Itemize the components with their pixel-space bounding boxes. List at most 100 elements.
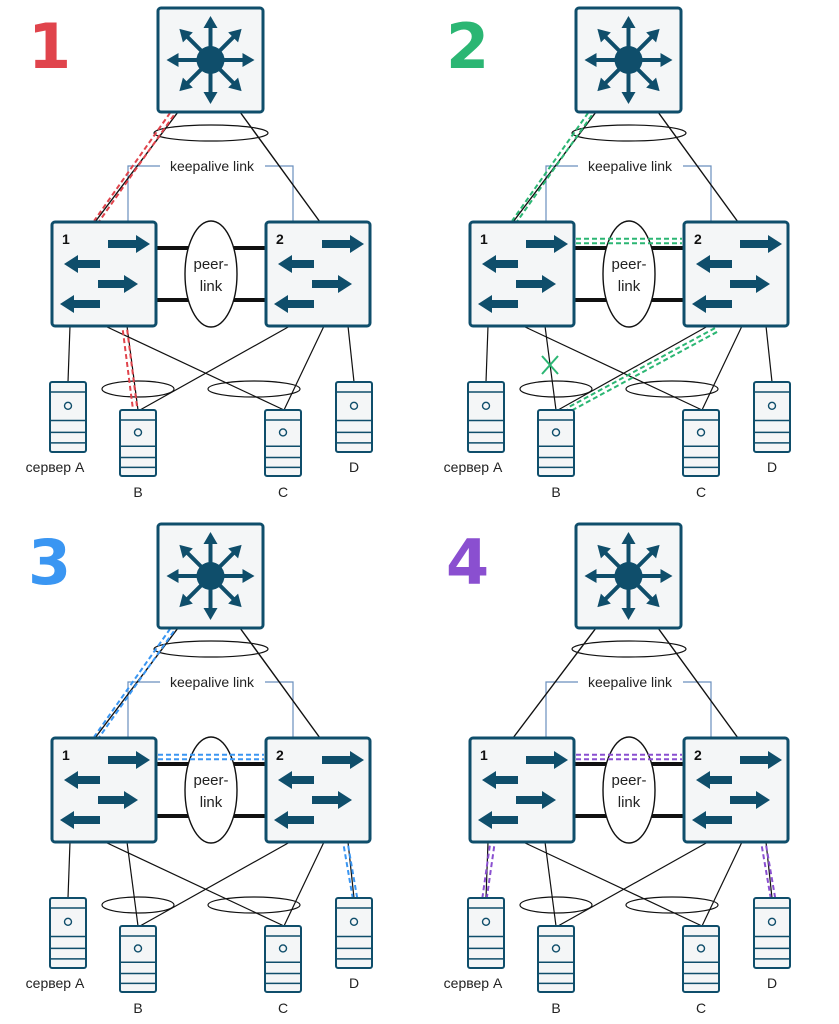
peer-link-label: link bbox=[618, 278, 641, 295]
router-arrowhead bbox=[621, 608, 636, 620]
switch-arrow-icon bbox=[730, 791, 770, 809]
panel-number: 1 bbox=[28, 10, 71, 83]
server-icon bbox=[119, 925, 157, 993]
peer-link-ellipse bbox=[184, 736, 238, 844]
peer-link-ellipse bbox=[184, 220, 238, 328]
switch2-number: 2 bbox=[694, 747, 702, 763]
peer-link-ellipse bbox=[602, 220, 656, 328]
server-icon bbox=[682, 409, 720, 477]
server-body bbox=[119, 925, 157, 993]
router-arrowhead bbox=[228, 544, 242, 559]
router-arrowhead bbox=[179, 77, 193, 92]
router-arrowhead bbox=[660, 569, 673, 583]
switch-arrow-icon bbox=[98, 275, 138, 293]
server-body bbox=[467, 381, 505, 453]
traffic-path-line bbox=[93, 112, 172, 222]
switch-arrow-icon bbox=[482, 255, 518, 273]
downlink-line bbox=[347, 841, 355, 899]
router-arrowhead bbox=[584, 53, 597, 67]
downlink-line bbox=[765, 841, 773, 899]
lag-ellipse-icon bbox=[571, 640, 687, 658]
server-power-icon bbox=[63, 401, 73, 410]
router-arrowhead bbox=[621, 16, 636, 28]
server-d-label: D bbox=[349, 975, 359, 991]
server-body bbox=[682, 409, 720, 477]
router-arrowhead bbox=[242, 569, 255, 583]
server-body bbox=[49, 897, 87, 969]
server-power-icon bbox=[63, 917, 73, 926]
server-icon bbox=[49, 897, 87, 969]
router-arrowhead bbox=[646, 77, 660, 92]
router-arrowhead bbox=[228, 77, 242, 92]
switch2-number: 2 bbox=[694, 231, 702, 247]
downlink-line bbox=[485, 325, 489, 383]
router-core bbox=[614, 46, 643, 74]
switch-arrow-icon bbox=[312, 791, 352, 809]
server-body bbox=[753, 897, 791, 969]
switch-arrow-icon bbox=[526, 235, 568, 253]
traffic-path-line bbox=[96, 630, 175, 740]
downlink-line bbox=[283, 325, 325, 411]
peer-link-label: link bbox=[618, 794, 641, 811]
lag-ellipse-icon bbox=[207, 380, 301, 398]
switch-arrow-icon bbox=[312, 275, 352, 293]
server-body bbox=[119, 409, 157, 477]
switch1-number: 1 bbox=[480, 231, 488, 247]
switch-arrow-icon bbox=[696, 255, 732, 273]
server-power-icon bbox=[696, 428, 706, 437]
switch-arrow-icon bbox=[64, 771, 100, 789]
server-body bbox=[537, 925, 575, 993]
peer-link-label: link bbox=[200, 278, 223, 295]
router-arrowhead bbox=[203, 16, 218, 28]
downlink-line bbox=[139, 325, 291, 411]
router-arrowhead bbox=[203, 532, 218, 544]
uplink-line bbox=[657, 627, 739, 739]
switch-arrow-icon bbox=[274, 295, 314, 313]
lag-ellipse-icon bbox=[519, 896, 593, 914]
server-b-label: B bbox=[133, 1000, 142, 1016]
router-arrowhead bbox=[621, 92, 636, 104]
downlink-line bbox=[67, 325, 71, 383]
switch-arrow-icon bbox=[482, 771, 518, 789]
router-arrowhead bbox=[597, 28, 611, 43]
router-arrowhead bbox=[660, 53, 673, 67]
traffic-path-line bbox=[96, 114, 175, 224]
server-b-label: B bbox=[551, 1000, 560, 1016]
switch-arrow-icon bbox=[108, 751, 150, 769]
traffic-path-line bbox=[514, 114, 593, 224]
keepalive-line bbox=[545, 165, 578, 222]
peer-link-label: peer- bbox=[611, 772, 646, 789]
server-body bbox=[682, 925, 720, 993]
switch2-number: 2 bbox=[276, 231, 284, 247]
keepalive-line bbox=[265, 681, 294, 738]
downlink-line bbox=[765, 325, 773, 383]
router-arrowhead bbox=[179, 593, 193, 608]
uplink-line bbox=[239, 627, 321, 739]
switch-arrow-icon bbox=[516, 275, 556, 293]
server-icon bbox=[264, 409, 302, 477]
server-icon bbox=[537, 409, 575, 477]
server-power-icon bbox=[133, 428, 143, 437]
server-d-label: D bbox=[767, 459, 777, 475]
keepalive-line bbox=[545, 681, 578, 738]
router-arrowhead bbox=[597, 77, 611, 92]
server-c-label: C bbox=[696, 484, 706, 500]
panel-number: 4 bbox=[446, 526, 489, 599]
server-a-label: сервер А bbox=[26, 975, 85, 991]
server-c-label: C bbox=[278, 484, 288, 500]
router-arrowhead bbox=[646, 593, 660, 608]
server-body bbox=[335, 897, 373, 969]
server-b-label: B bbox=[551, 484, 560, 500]
router-arrowhead bbox=[242, 53, 255, 67]
server-power-icon bbox=[551, 944, 561, 953]
uplink-line bbox=[512, 627, 597, 739]
router-arrowhead bbox=[228, 28, 242, 43]
server-icon bbox=[335, 381, 373, 453]
server-a-label: сервер А bbox=[26, 459, 85, 475]
uplink-line bbox=[657, 111, 739, 223]
server-d-label: D bbox=[349, 459, 359, 475]
traffic-path-line bbox=[765, 845, 778, 904]
